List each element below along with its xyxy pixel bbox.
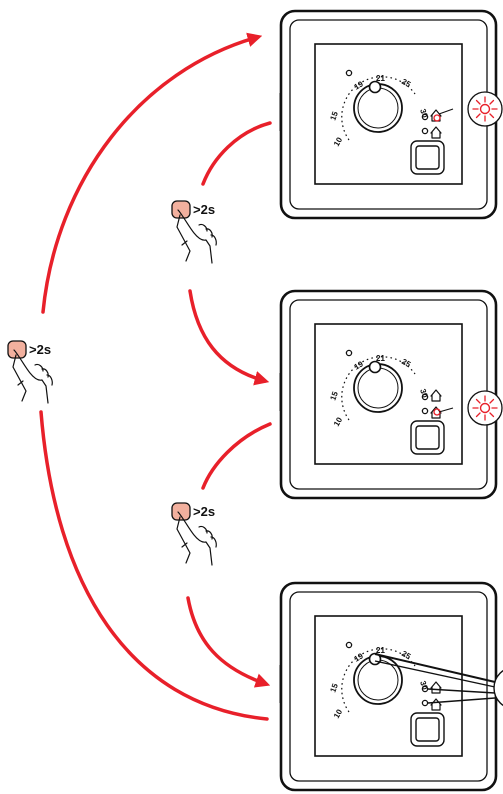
thermostat-off: 10 15 19 21 25 30 — [278, 581, 503, 792]
led-off-magnifier — [493, 669, 503, 707]
thermostat-comfort: 10 15 19 21 25 30 — [278, 9, 503, 220]
blinking-led-icon — [467, 390, 503, 426]
press-duration-label: >2s — [193, 504, 215, 519]
arrow-back-from-off — [39, 410, 269, 721]
blinking-led-icon — [467, 91, 503, 127]
press-hand-main: >2s — [7, 340, 53, 404]
arrow-to-eco — [188, 289, 270, 386]
press-duration-label: >2s — [29, 342, 51, 357]
led-active-comfort — [433, 114, 441, 122]
svg-text:21: 21 — [376, 354, 385, 363]
thermostat-eco: 10 15 19 21 25 30 — [278, 289, 503, 500]
arrow-to-off — [186, 596, 271, 688]
press-hand-lower: >2s — [171, 502, 217, 566]
svg-text:15: 15 — [328, 110, 340, 122]
svg-text:30: 30 — [418, 680, 430, 692]
cycle-arrows — [39, 32, 272, 721]
svg-text:15: 15 — [328, 390, 340, 402]
svg-text:21: 21 — [376, 74, 385, 83]
svg-text:30: 30 — [418, 388, 430, 400]
svg-text:21: 21 — [376, 646, 385, 655]
press-hand-upper: >2s — [171, 200, 217, 264]
arrow-from-eco — [201, 422, 272, 490]
press-duration-label: >2s — [193, 202, 215, 217]
arrow-from-comfort — [201, 121, 272, 186]
svg-text:30: 30 — [418, 108, 430, 120]
arrow-to-comfort — [41, 32, 263, 314]
svg-text:15: 15 — [328, 682, 340, 694]
